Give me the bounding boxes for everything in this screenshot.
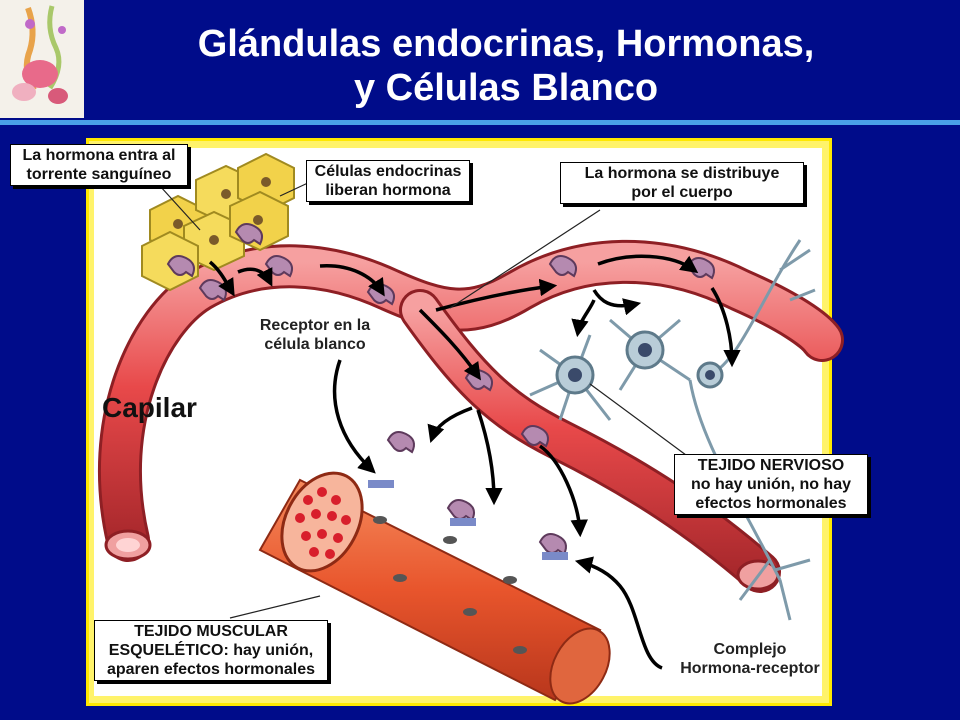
label-hormone-distributes: La hormona se distribuye por el cuerpo [560,162,804,204]
hormone-molecule [548,255,577,278]
title-line-1: Glándulas endocrinas, Hormonas, [197,23,815,65]
bound-hormone [538,533,567,556]
label-line: ESQUELÉTICO: hay unión, [108,642,314,659]
label-line: liberan hormona [325,182,451,199]
receptor [542,552,568,560]
label-line: no hay unión, no hay [691,476,851,493]
title-line-2: y Células Blanco [353,67,659,109]
label-line: La hormona se distribuye [584,165,780,182]
label-capillary: Capilar [102,392,197,423]
hormone-molecule [264,255,293,278]
slide-title: Glándulas endocrinas, Hormonas, y Célula… [96,22,916,110]
label-endocrine-cells: Células endocrinas liberan hormona [306,160,470,202]
label-line: TEJIDO MUSCULAR [134,623,288,640]
label-line: célula blanco [264,336,366,353]
title-divider [0,120,960,125]
receptor [450,518,476,526]
label-line: efectos hormonales [695,495,847,512]
receptor [368,480,394,488]
hormone-molecule [520,425,549,448]
label-hormone-receptor-complex: Complejo Hormona-receptor [668,640,832,678]
gland-thumbnail-icon [0,0,84,118]
label-line: Complejo [713,641,787,658]
label-skeletal-muscle: TEJIDO MUSCULAR ESQUELÉTICO: hay unión, … [94,620,328,681]
label-line: aparen efectos hormonales [106,661,316,678]
capillary-vessel [98,239,844,593]
label-line: torrente sanguíneo [26,166,172,183]
hormone-molecule [386,431,415,454]
label-line: Hormona-receptor [680,660,820,677]
label-nerve-tissue: TEJIDO NERVIOSO no hay unión, no hay efe… [674,454,868,515]
skeletal-muscle [258,471,611,705]
leader-lines [159,181,691,619]
label-line: TEJIDO NERVIOSO [697,457,845,474]
label-line: Receptor en la [259,317,371,334]
flow-arrows [208,254,741,670]
bound-hormone [446,499,475,522]
label-hormone-enters-blood: La hormona entra al torrente sanguíneo [10,144,188,186]
label-line: Células endocrinas [314,163,462,180]
hormone-molecule [234,223,263,246]
thumbnail-illustration [0,0,84,118]
label-line: La hormona entra al [22,147,176,164]
label-target-receptor: Receptor en la célula blanco [250,316,380,354]
hormone-molecule [166,255,195,278]
label-line: por el cuerpo [631,184,733,201]
